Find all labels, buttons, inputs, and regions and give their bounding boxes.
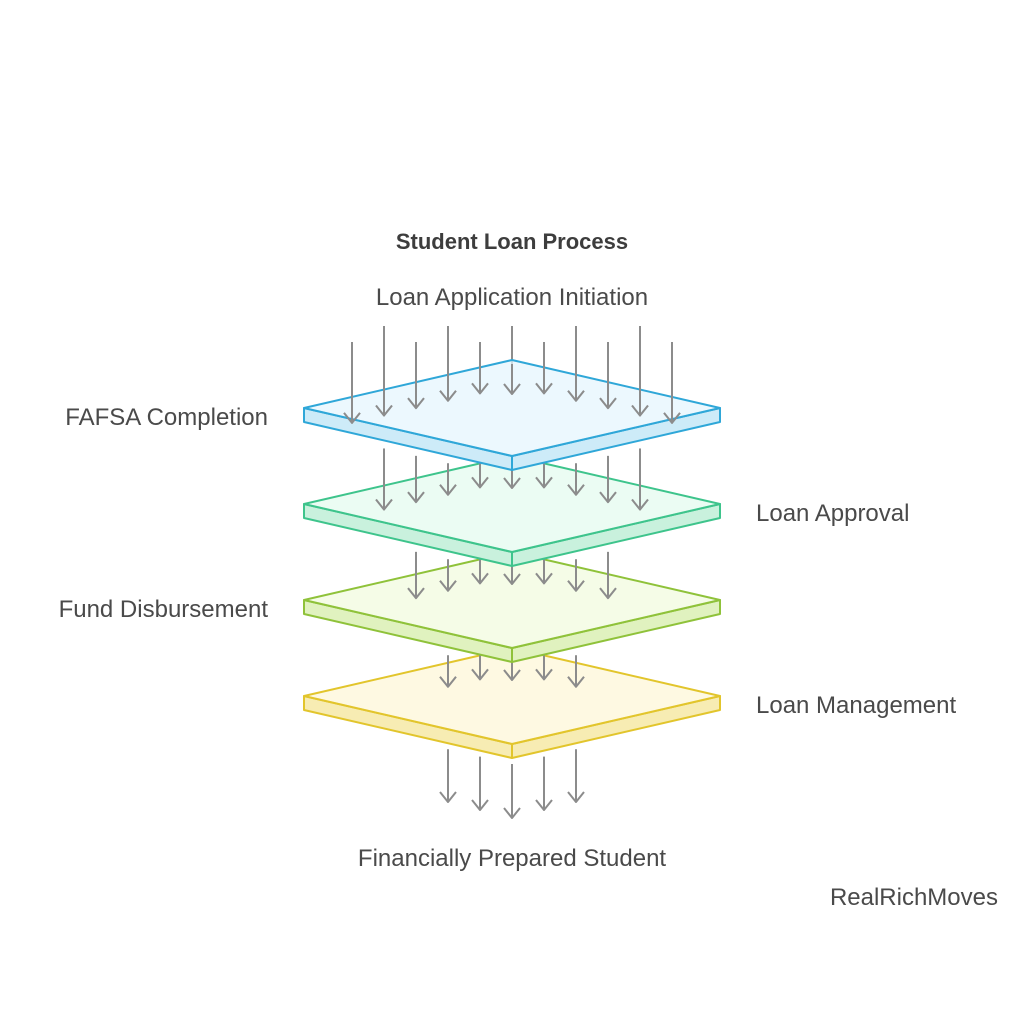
arrow-tip-layer-4-7 — [535, 653, 553, 681]
arrow-tip-layer-2-7 — [535, 461, 553, 489]
diagram-title: Student Loan Process — [396, 229, 628, 254]
arrow-tip-layer-2-2 — [375, 483, 393, 511]
arrow-tip-layer-1-9 — [599, 380, 617, 410]
arrow-tip-layer-2-8 — [567, 468, 585, 496]
watermark: RealRichMoves — [830, 884, 998, 911]
arrow-tip-layer-1-7 — [535, 365, 553, 395]
arrow-tip-layer-2-10 — [631, 483, 649, 511]
arrow-tip-layer-2-4 — [439, 468, 457, 496]
output-arrow-1 — [471, 756, 489, 811]
output-arrow-4 — [567, 749, 585, 803]
layer-2-top-face — [303, 455, 721, 553]
arrow-tip-layer-3-4 — [439, 564, 457, 592]
output-arrow-0 — [439, 749, 457, 803]
layer-label-4: Loan Management — [756, 692, 956, 719]
layer-1-top-face — [303, 359, 721, 457]
layer-4-top-face — [303, 647, 721, 745]
arrow-tip-layer-1-5 — [471, 365, 489, 395]
layer-4 — [303, 647, 721, 759]
arrow-tip-layer-2-9 — [599, 476, 617, 504]
input-label: Loan Application Initiation — [376, 284, 648, 311]
output-label: Financially Prepared Student — [358, 845, 667, 872]
arrow-tip-layer-3-5 — [471, 557, 489, 585]
layer-1 — [303, 359, 721, 471]
arrow-tip-layer-1-11 — [663, 394, 681, 424]
layer-label-2: Loan Approval — [756, 500, 909, 527]
arrow-tip-layer-1-4 — [439, 372, 457, 402]
arrow-tip-layer-2-3 — [407, 476, 425, 504]
arrow-tip-layer-1-3 — [407, 380, 425, 410]
arrow-tip-layer-3-9 — [599, 572, 617, 600]
arrow-tip-layer-1-8 — [567, 372, 585, 402]
arrow-tip-layer-4-4 — [439, 660, 457, 688]
arrow-tip-layer-1-1 — [343, 394, 361, 424]
arrow-tip-layer-1-6 — [503, 364, 521, 395]
layer-label-1: FAFSA Completion — [65, 404, 268, 431]
arrow-tip-layer-1-2 — [375, 387, 393, 417]
layers-group: Loan Management Fund Disbursement Loan App… — [59, 326, 956, 819]
arrow-tip-layer-4-8 — [567, 660, 585, 688]
arrow-tip-layer-4-5 — [471, 653, 489, 681]
layer-3 — [303, 551, 721, 663]
arrow-tip-layer-3-3 — [407, 572, 425, 600]
layer-3-top-face — [303, 551, 721, 649]
arrow-tip-layer-1-10 — [631, 387, 649, 417]
arrow-tip-layer-3-8 — [567, 564, 585, 592]
arrow-tip-layer-3-7 — [535, 557, 553, 585]
layer-2 — [303, 455, 721, 567]
layer-label-3: Fund Disbursement — [59, 596, 269, 623]
output-arrow-2 — [503, 764, 521, 819]
output-arrow-3 — [535, 756, 553, 811]
arrow-tip-layer-2-5 — [471, 461, 489, 489]
